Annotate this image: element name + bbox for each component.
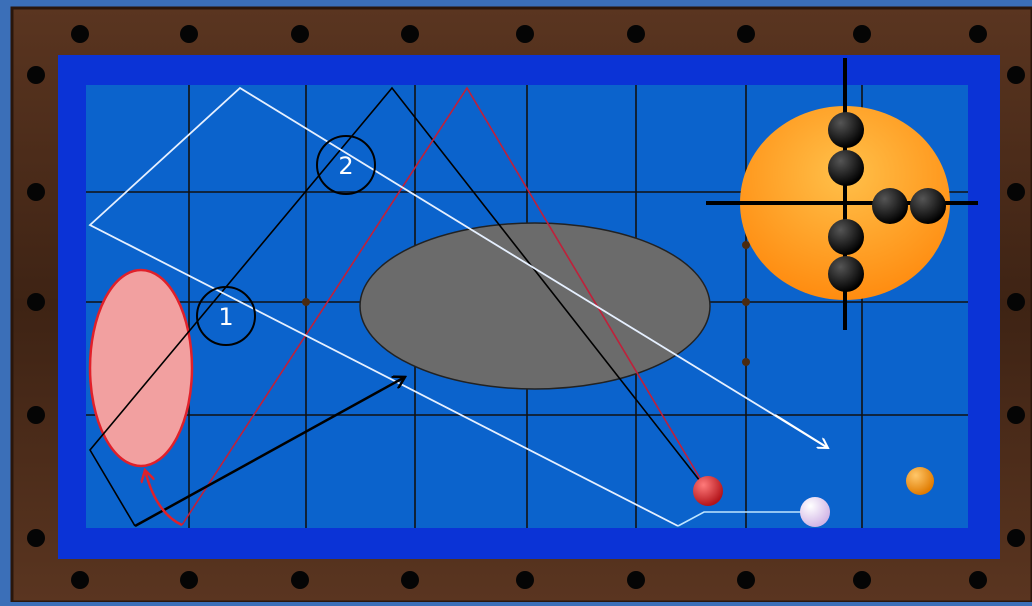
rail-diamond bbox=[401, 25, 419, 43]
orange-ball bbox=[906, 467, 934, 495]
pink-zone bbox=[90, 270, 192, 466]
rail-diamond bbox=[291, 25, 309, 43]
spot-dot bbox=[742, 241, 750, 249]
rail-diamond bbox=[1007, 529, 1025, 547]
rail-diamond bbox=[627, 25, 645, 43]
red-ball bbox=[693, 476, 723, 506]
target-ball bbox=[910, 188, 946, 224]
target-ball bbox=[828, 150, 864, 186]
rail-diamond bbox=[27, 529, 45, 547]
spot-dot bbox=[742, 298, 750, 306]
spot-dot bbox=[742, 358, 750, 366]
rail-diamond bbox=[27, 66, 45, 84]
rail-diamond bbox=[27, 183, 45, 201]
rail-diamond bbox=[969, 25, 987, 43]
rail-diamond bbox=[737, 25, 755, 43]
rail-diamond bbox=[291, 571, 309, 589]
rail-diamond bbox=[1007, 66, 1025, 84]
target-ball bbox=[828, 219, 864, 255]
rail-diamond bbox=[27, 293, 45, 311]
rail-diamond bbox=[516, 25, 534, 43]
target-ball bbox=[872, 188, 908, 224]
rail-diamond bbox=[1007, 406, 1025, 424]
rail-diamond bbox=[401, 571, 419, 589]
marker-label: 2 bbox=[338, 152, 353, 180]
white-ball bbox=[800, 497, 830, 527]
rail-diamond bbox=[853, 571, 871, 589]
target-ball bbox=[828, 256, 864, 292]
rail-diamond bbox=[969, 571, 987, 589]
marker-label: 1 bbox=[218, 303, 233, 331]
rail-diamond bbox=[516, 571, 534, 589]
rail-diamond bbox=[1007, 293, 1025, 311]
rail-diamond bbox=[1007, 183, 1025, 201]
rail-diamond bbox=[180, 571, 198, 589]
rail-diamond bbox=[71, 571, 89, 589]
rail-diamond bbox=[853, 25, 871, 43]
gray-zone bbox=[360, 223, 710, 389]
rail-diamond bbox=[627, 571, 645, 589]
rail-diamond bbox=[71, 25, 89, 43]
target-ball bbox=[828, 112, 864, 148]
spot-dot bbox=[302, 298, 310, 306]
rail-diamond bbox=[27, 406, 45, 424]
rail-diamond bbox=[737, 571, 755, 589]
rail-diamond bbox=[180, 25, 198, 43]
